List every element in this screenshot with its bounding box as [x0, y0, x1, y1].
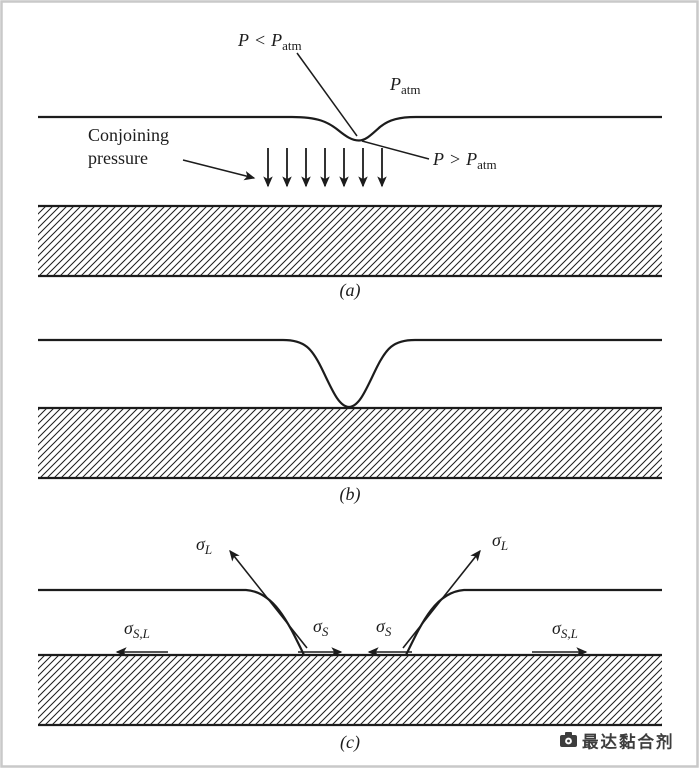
film-surface-b: [38, 338, 662, 409]
label-sigma-sl-left: σS,L: [124, 618, 150, 641]
label-sigma-s-left: σS: [313, 616, 329, 639]
label-p-less-patm: P<Patm: [237, 30, 302, 53]
watermark-logo-icon: [560, 732, 577, 747]
panel-c: σL σL σS σS σS,L σS,L (c): [38, 530, 662, 753]
panel-b: (b): [38, 338, 662, 505]
substrate-hatch-c: [38, 656, 662, 724]
label-p-greater-patm: P>Patm: [432, 149, 497, 172]
film-surface-a: [38, 115, 662, 142]
film-surface-c-left: [38, 588, 305, 656]
conjoining-pressure-arrows: [263, 148, 387, 188]
watermark: 最达黏合剂: [560, 732, 675, 752]
label-sigma-l-right: σL: [492, 530, 508, 553]
film-surface-c-right: [405, 588, 662, 656]
sigma-l-arrow-right: [402, 549, 481, 649]
substrate-hatch-a: [38, 207, 662, 275]
panel-b-caption: (b): [340, 484, 361, 505]
label-patm: Patm: [389, 74, 421, 97]
leader-line-p-greater: [361, 140, 430, 160]
substrate-borders-a: [38, 204, 662, 278]
substrate-borders-c: [38, 653, 662, 727]
panel-c-caption: (c): [340, 732, 360, 753]
watermark-text: 最达黏合剂: [582, 732, 675, 752]
sigma-l-arrow-left: [229, 549, 308, 649]
label-sigma-l-left: σL: [196, 534, 212, 557]
substrate-borders-b: [38, 406, 662, 480]
conjoining-leader-arrow: [182, 159, 256, 181]
label-sigma-sl-right: σS,L: [552, 618, 578, 641]
label-sigma-s-right: σS: [376, 616, 392, 639]
substrate-hatch-b: [38, 409, 662, 477]
panel-a-caption: (a): [340, 280, 361, 301]
leader-line-p-less: [296, 52, 358, 137]
